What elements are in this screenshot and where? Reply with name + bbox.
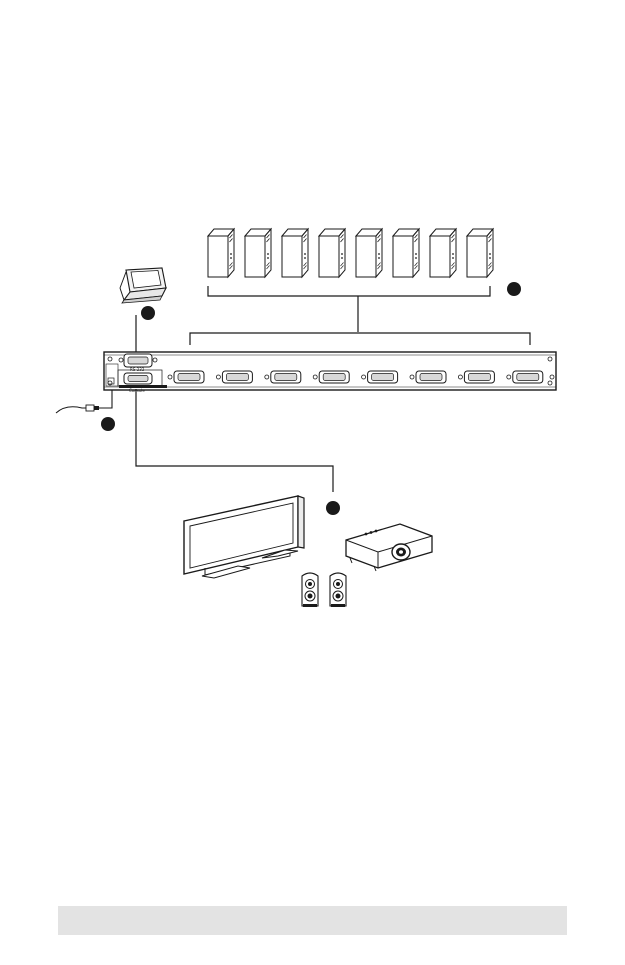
computer-group: [208, 229, 493, 277]
callout-touch-panel: [141, 306, 155, 320]
computer-bracket: [208, 286, 490, 332]
callout-audio: [101, 417, 115, 431]
callout-computers: [507, 282, 521, 296]
computer-tower: [393, 229, 419, 277]
computer-tower: [208, 229, 234, 277]
speaker: [330, 573, 346, 607]
port-bracket: [190, 333, 530, 345]
computer-tower: [319, 229, 345, 277]
audio-cable: [56, 390, 112, 413]
console-port-label: Console: [129, 388, 145, 393]
computer-tower: [282, 229, 308, 277]
callout-display: [326, 501, 340, 515]
computer-tower: [356, 229, 382, 277]
projector: [346, 524, 432, 571]
output-cable: [136, 389, 333, 492]
computer-tower: [245, 229, 271, 277]
computer-tower: [467, 229, 493, 277]
speaker-group: [302, 573, 346, 607]
rs232-port-label: RS-232: [130, 367, 144, 372]
footer-bar: [58, 906, 567, 935]
flat-panel-display: [184, 496, 304, 578]
computer-tower: [430, 229, 456, 277]
speaker: [302, 573, 318, 607]
touch-panel: [120, 268, 166, 303]
